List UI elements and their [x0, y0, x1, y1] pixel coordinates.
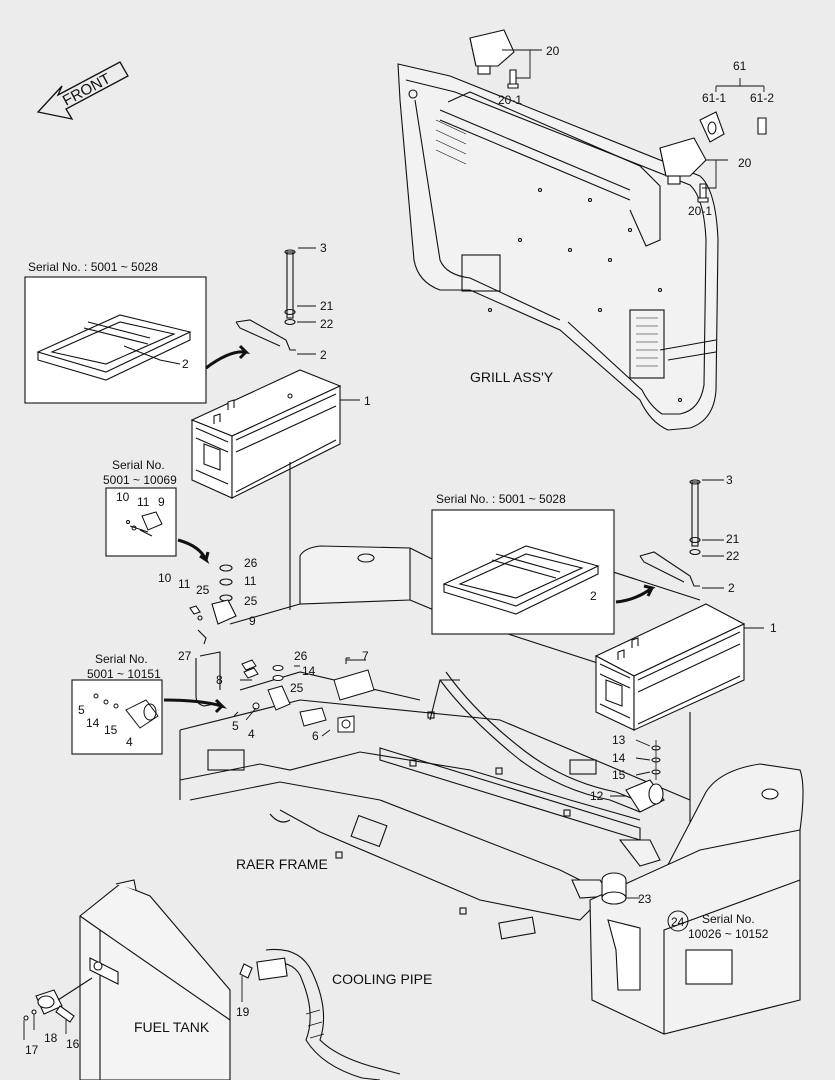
callout-5b: 5 — [232, 719, 239, 733]
right-tank — [589, 763, 804, 1035]
arrow-right-box — [615, 584, 656, 604]
relay-assembly — [189, 564, 237, 645]
callout-27: 27 — [178, 649, 192, 663]
callout-16: 16 — [66, 1037, 80, 1051]
grill-assembly — [397, 63, 719, 431]
callout-25a: 25 — [244, 594, 258, 608]
fuel-tank — [79, 879, 231, 1080]
fuel-tank-label: FUEL TANK — [134, 1019, 210, 1035]
serial-box-right: Serial No. : 5001 ~ 5028 — [436, 492, 566, 506]
callout-2b: 2 — [728, 581, 735, 595]
callout-8: 8 — [216, 673, 223, 687]
callout-2-box2: 2 — [590, 589, 597, 603]
callout-20b: 20 — [738, 156, 752, 170]
callout-23: 23 — [638, 892, 652, 906]
callout-1a: 1 — [364, 394, 371, 408]
callout-61-1: 61-1 — [702, 91, 726, 105]
callout-9b: 9 — [249, 614, 256, 628]
rear-frame-label: RAER FRAME — [236, 856, 328, 872]
callout-26b: 26 — [294, 649, 308, 663]
callout-22b: 22 — [726, 549, 740, 563]
callout-11a: 11 — [137, 495, 150, 509]
work-lamp-upper — [469, 29, 519, 89]
arrow-horn-inset — [163, 698, 228, 714]
serial-part24-title: Serial No. — [702, 912, 755, 926]
callout-4a: 4 — [126, 735, 133, 749]
callout-25b: 25 — [196, 583, 210, 597]
callout-25c: 25 — [290, 681, 304, 695]
callout-21b: 21 — [726, 532, 740, 546]
callout-10b: 10 — [158, 571, 172, 585]
battery-upper — [190, 369, 342, 499]
callout-11b: 11 — [244, 574, 257, 588]
callout-5a: 5 — [78, 703, 85, 717]
callout-21a: 21 — [320, 299, 334, 313]
callout-9a: 9 — [158, 495, 165, 509]
callout-13: 13 — [612, 733, 626, 747]
callout-6: 6 — [312, 729, 319, 743]
cooling-pipe-label: COOLING PIPE — [332, 971, 432, 987]
callout-11c: 11 — [178, 577, 191, 591]
callout-15a: 15 — [104, 723, 118, 737]
callout-61: 61 — [733, 59, 747, 73]
callout-18: 18 — [44, 1031, 58, 1045]
arrow-relay-inset — [177, 538, 210, 565]
callout-1b: 1 — [770, 621, 777, 635]
battery-right — [594, 603, 746, 731]
callout-22a: 22 — [320, 317, 334, 331]
callout-26a: 26 — [244, 556, 258, 570]
callout-24-circle — [667, 910, 689, 932]
battery-tray-box-upper — [24, 276, 207, 404]
callout-19: 19 — [236, 1005, 250, 1019]
horn-inset-box — [71, 679, 163, 755]
callout-2-box1: 2 — [182, 357, 189, 371]
callout-20-1b: 20-1 — [688, 204, 712, 218]
callout-4b: 4 — [248, 727, 255, 741]
grill-assy-label: GRILL ASS'Y — [470, 369, 554, 385]
serial-relay-title: Serial No. — [112, 458, 165, 472]
serial-relay-range: 5001 ~ 10069 — [103, 473, 177, 487]
callout-61-2: 61-2 — [750, 91, 774, 105]
callout-10a: 10 — [116, 490, 130, 504]
cooling-pipe — [239, 948, 401, 1080]
serial-horn-title: Serial No. — [95, 652, 148, 666]
callout-2a: 2 — [320, 348, 327, 362]
callout-24: 24 — [671, 915, 685, 929]
serial-part24-range: 10026 ~ 10152 — [688, 927, 769, 941]
hold-down-rod-upper — [235, 249, 296, 610]
horn-right — [625, 740, 665, 813]
callout-14a: 14 — [302, 664, 316, 678]
bulb-part-61 — [699, 111, 767, 143]
callout-3a: 3 — [320, 241, 327, 255]
callout-14c: 14 — [612, 751, 626, 765]
arrow-upper-box — [205, 344, 251, 370]
relay-inset-box — [105, 487, 177, 557]
callout-7: 7 — [362, 649, 369, 663]
callout-20-1a: 20-1 — [498, 93, 522, 107]
callout-14b: 14 — [86, 716, 100, 730]
filler-cap — [601, 872, 641, 991]
serial-horn-range: 5001 ~ 10151 — [87, 667, 161, 681]
battery-tray-box-right — [431, 509, 615, 635]
callout-3b: 3 — [726, 473, 733, 487]
callout-15b: 15 — [612, 768, 626, 782]
callout-12: 12 — [590, 789, 604, 803]
serial-box-upper-left: Serial No. : 5001 ~ 5028 — [28, 260, 158, 274]
fuel-sender — [23, 977, 93, 1023]
callout-17: 17 — [25, 1043, 39, 1057]
connectors-center — [241, 657, 375, 733]
work-lamp-lower — [659, 137, 709, 203]
callout-20a: 20 — [546, 44, 560, 58]
